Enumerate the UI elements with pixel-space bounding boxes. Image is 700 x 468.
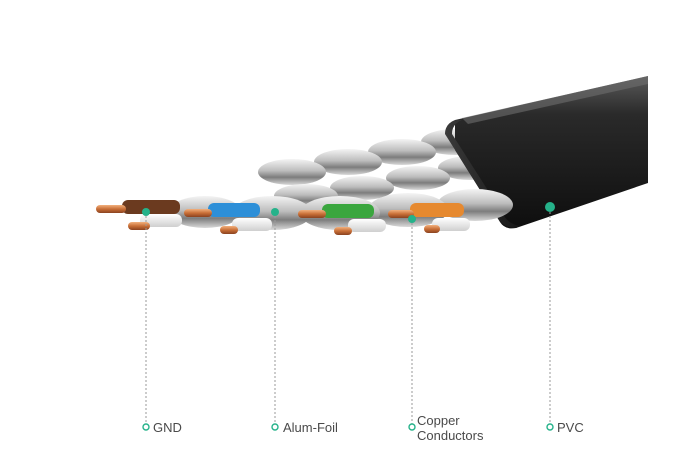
label-copper-line2: Conductors bbox=[417, 428, 484, 443]
wire-pair-blue bbox=[184, 203, 272, 234]
wire-pair-brown bbox=[96, 200, 182, 230]
callout-copper-conductors bbox=[408, 215, 416, 431]
wire-pair-green bbox=[298, 204, 386, 235]
wire-pair-orange bbox=[388, 203, 470, 233]
label-gnd: GND bbox=[153, 420, 182, 435]
label-copper-line1: Copper bbox=[417, 413, 460, 428]
label-copper-conductors: Copper Conductors bbox=[417, 413, 483, 443]
callout-pvc bbox=[545, 202, 555, 431]
callout-gnd bbox=[142, 208, 150, 431]
pvc-jacket bbox=[445, 76, 648, 229]
label-alum-foil: Alum-Foil bbox=[283, 420, 338, 435]
label-pvc: PVC bbox=[557, 420, 584, 435]
callout-alum-foil bbox=[271, 208, 279, 431]
